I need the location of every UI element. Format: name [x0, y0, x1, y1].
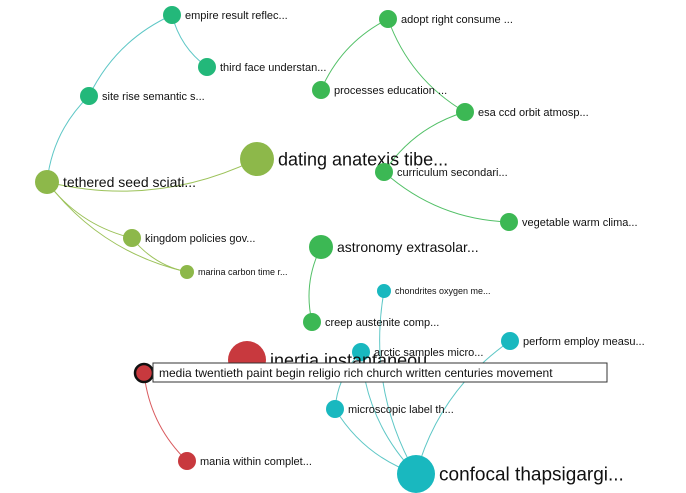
graph-node[interactable]: esa ccd orbit atmosp... [456, 103, 589, 121]
node-label: marina carbon time r... [198, 267, 288, 277]
node-circle[interactable] [123, 229, 141, 247]
node-label: microscopic label th... [348, 404, 454, 416]
graph-edge [320, 18, 389, 91]
node-circle[interactable] [240, 142, 274, 176]
graph-node[interactable]: processes education ... [312, 81, 447, 99]
node-label: chondrites oxygen me... [395, 286, 491, 296]
node-label: site rise semantic s... [102, 91, 205, 103]
graph-node[interactable]: kingdom policies gov... [123, 229, 255, 247]
node-label: mania within complet... [200, 456, 312, 468]
node-label: empire result reflec... [185, 10, 288, 22]
node-label: third face understan... [220, 62, 326, 74]
node-circle[interactable] [377, 284, 391, 298]
node-circle[interactable] [379, 10, 397, 28]
node-circle[interactable] [312, 81, 330, 99]
node-circle[interactable] [501, 332, 519, 350]
graph-node[interactable]: arctic samples micro... [352, 343, 483, 361]
node-circle[interactable] [352, 343, 370, 361]
graph-node[interactable]: astronomy extrasolar... [309, 235, 479, 259]
node-label: curriculum secondari... [397, 167, 508, 179]
graph-edge [387, 18, 466, 113]
node-label: arctic samples micro... [374, 347, 483, 359]
node-label: confocal thapsigargi... [439, 465, 624, 486]
node-label: vegetable warm clima... [522, 217, 638, 229]
node-label: kingdom policies gov... [145, 233, 255, 245]
graph-node[interactable]: site rise semantic s... [80, 87, 205, 105]
node-circle[interactable] [180, 265, 194, 279]
graph-node[interactable]: mania within complet... [178, 452, 312, 470]
graph-edge [383, 111, 466, 173]
graph-node[interactable]: marina carbon time r... [180, 265, 288, 279]
node-circle[interactable] [133, 362, 155, 384]
tooltip-text: media twentieth paint begin religio rich… [159, 366, 553, 380]
node-label: esa ccd orbit atmosp... [478, 107, 589, 119]
graph-node[interactable]: dating anatexis tibe... [240, 142, 448, 176]
graph-node[interactable]: perform employ measu... [501, 332, 645, 350]
node-label: creep austenite comp... [325, 317, 439, 329]
node-label: processes education ... [334, 85, 447, 97]
node-label: tethered seed sciati... [63, 174, 196, 190]
node-circle[interactable] [375, 163, 393, 181]
node-circle[interactable] [35, 170, 59, 194]
graph-node[interactable]: curriculum secondari... [375, 163, 508, 181]
node-circle[interactable] [198, 58, 216, 76]
graph-edge [46, 95, 90, 183]
node-circle[interactable] [309, 235, 333, 259]
graph-node[interactable]: creep austenite comp... [303, 313, 439, 331]
graph-node[interactable]: vegetable warm clima... [500, 213, 638, 231]
graph-node[interactable]: chondrites oxygen me... [377, 284, 491, 298]
graph-edge [46, 158, 258, 192]
graph-node[interactable]: tethered seed sciati... [35, 170, 196, 194]
node-circle[interactable] [303, 313, 321, 331]
graph-edge [46, 181, 133, 239]
node-label: perform employ measu... [523, 336, 645, 348]
node-label: astronomy extrasolar... [337, 239, 479, 255]
graph-node[interactable]: confocal thapsigargi... [397, 455, 624, 493]
node-label: adopt right consume ... [401, 14, 513, 26]
graph-edge [46, 181, 188, 273]
graph-edge [171, 14, 208, 68]
node-circle[interactable] [326, 400, 344, 418]
node-circle[interactable] [397, 455, 435, 493]
node-tooltip: media twentieth paint begin religio rich… [152, 362, 608, 383]
node-label: dating anatexis tibe... [278, 149, 448, 169]
node-circle[interactable] [80, 87, 98, 105]
node-circle[interactable] [456, 103, 474, 121]
graph-edge [379, 290, 417, 475]
graph-node[interactable]: microscopic label th... [326, 400, 454, 418]
graph-node[interactable]: third face understan... [198, 58, 326, 76]
graph-node[interactable]: adopt right consume ... [379, 10, 513, 28]
graph-edge [88, 14, 173, 97]
graph-node[interactable] [133, 362, 155, 384]
graph-edge [383, 171, 510, 223]
graph-edge [415, 340, 511, 475]
tooltip-box [152, 362, 608, 383]
node-circle[interactable] [163, 6, 181, 24]
graph-edge [143, 372, 188, 462]
node-circle[interactable] [500, 213, 518, 231]
graph-node[interactable]: empire result reflec... [163, 6, 288, 24]
node-circle[interactable] [178, 452, 196, 470]
